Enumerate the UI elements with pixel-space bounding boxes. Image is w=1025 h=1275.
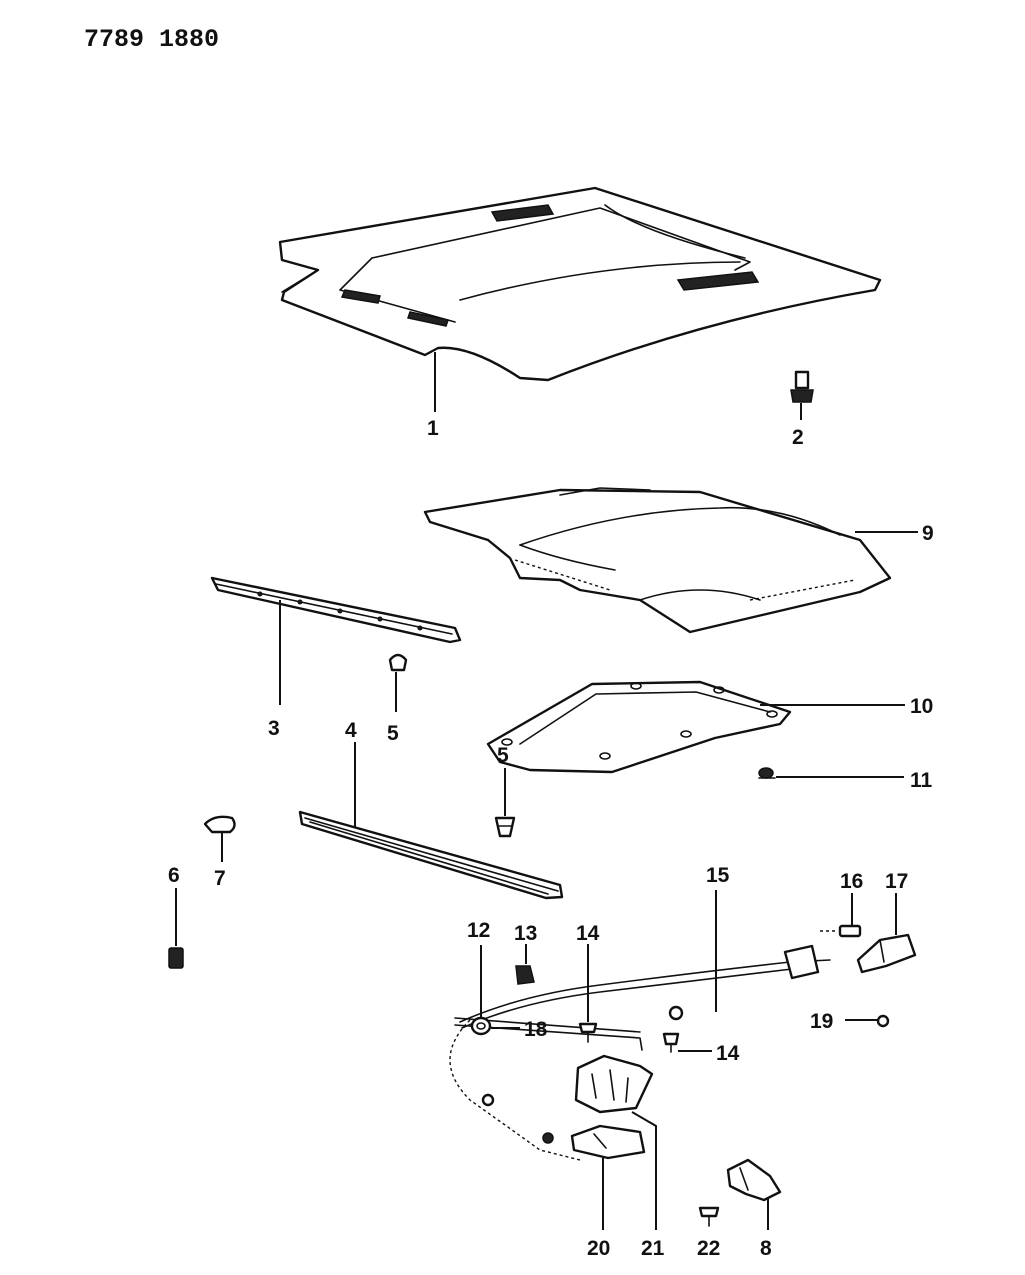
callout-14-lower: 14: [716, 1042, 740, 1065]
part-5-clip-upper: [388, 653, 408, 672]
cable-grommet: [481, 1093, 495, 1107]
callout-9: 9: [922, 522, 934, 545]
callout-21: 21: [641, 1237, 665, 1260]
part-9-insulator: [423, 487, 892, 634]
part-22-bolt: [698, 1206, 720, 1227]
part-6-plug: [168, 947, 184, 969]
callout-19: 19: [810, 1010, 833, 1033]
callout-8: 8: [760, 1237, 772, 1260]
part-19-screw: [876, 1014, 890, 1028]
callout-5-upper: 5: [387, 722, 399, 745]
part-20-striker: [570, 1124, 646, 1160]
callout-18: 18: [524, 1018, 548, 1041]
callout-17: 17: [885, 870, 908, 893]
callout-14-upper: 14: [576, 922, 600, 945]
callout-6: 6: [168, 864, 180, 887]
part-7-clip: [203, 815, 236, 834]
part-16-pin: [820, 924, 862, 938]
part-15-release-cable: [459, 944, 831, 1029]
part-21-latch: [574, 1054, 654, 1114]
callout-13: 13: [514, 922, 537, 945]
callout-16: 16: [840, 870, 863, 893]
cable-end: [542, 1132, 554, 1144]
callout-7: 7: [214, 867, 226, 890]
diagram-code: 7789 1880: [84, 25, 219, 54]
part-3-weatherstrip-front: [210, 576, 462, 644]
part-1-hood-panel: [278, 186, 882, 382]
part-5-clip-lower: [494, 816, 516, 838]
cable-lower-run: [449, 1019, 581, 1161]
callout-20: 20: [587, 1237, 610, 1260]
part-10-inner-panel: [486, 680, 792, 774]
callout-1: 1: [427, 417, 439, 440]
part-4-weatherstrip-rear: [298, 810, 564, 900]
callout-22: 22: [697, 1237, 720, 1260]
part-18-grommet: [470, 1016, 492, 1036]
callout-2: 2: [792, 426, 804, 449]
callout-11: 11: [910, 769, 933, 792]
leader-21: [631, 1111, 657, 1230]
part-14-screw-lower: [662, 1032, 680, 1053]
callout-4: 4: [345, 719, 357, 742]
part-17-release-handle: [856, 933, 917, 974]
callout-10: 10: [910, 695, 933, 718]
part-11-nut: [758, 767, 776, 779]
part-14-screw-upper: [578, 1022, 598, 1043]
callout-15: 15: [706, 864, 730, 887]
callout-5-lower: 5: [497, 744, 509, 767]
part-2-bolt: [790, 370, 814, 403]
part-13-clamp: [515, 965, 535, 985]
part-8-hinge: [726, 1158, 782, 1202]
callout-12: 12: [467, 919, 490, 942]
callout-3: 3: [268, 717, 280, 740]
